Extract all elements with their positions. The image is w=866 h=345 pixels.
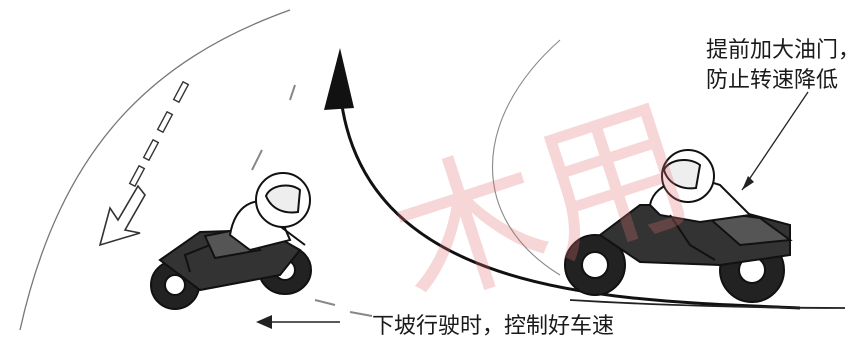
lane-markings [128,80,190,188]
watermark: 木用 [372,76,711,334]
caption-pointer-bottom-head-icon [256,315,272,329]
right-motorcycle-icon [564,149,793,303]
downhill-arrow-icon [98,184,146,247]
caption-top-line2: 防止转速降低 [705,68,838,93]
curve-arrow-line [338,89,801,310]
curve-arrow-head-icon [324,48,354,110]
right-road-edge [492,39,561,276]
caption-top-right: 提前加大油门， 防止转速降低 [706,36,860,96]
left-motorcycle-icon [150,172,312,310]
caption-top-line1: 提前加大油门， [705,38,860,63]
watermark-text: 木用 [372,76,711,334]
caption-bottom: 下坡行驶时，控制好车速 [372,314,615,339]
left-road-edge [19,9,291,331]
left-track-dashes [251,84,373,317]
right-ground-line [569,299,846,309]
caption-pointer-top-head-icon [742,176,754,190]
caption-pointer-top [741,91,809,191]
